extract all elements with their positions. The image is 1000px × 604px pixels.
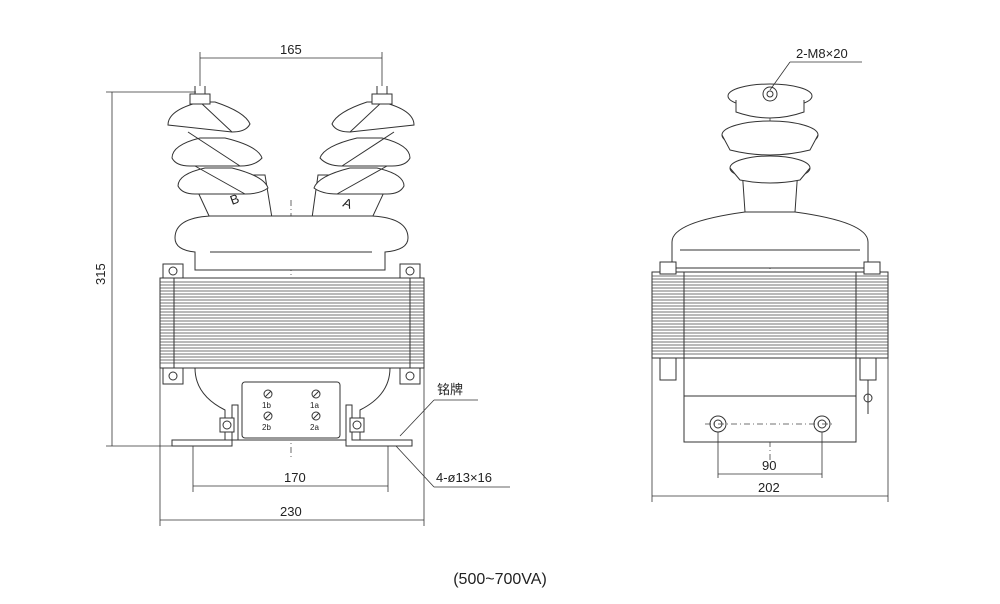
dim-230: 230	[280, 504, 302, 519]
holes-leader: 4-ø13×16	[395, 445, 510, 488]
bottom-bolts	[162, 367, 421, 385]
side-bushing	[721, 83, 819, 213]
core-laminations	[159, 277, 425, 369]
terminal-1b: 1b	[262, 401, 271, 410]
thread-leader: 2-M8×20	[769, 46, 862, 91]
right-bushing: A	[311, 86, 415, 219]
side-base-block	[683, 357, 857, 443]
resin-top	[174, 215, 409, 271]
dim-315: 315	[93, 263, 108, 285]
terminal-2b: 2b	[262, 423, 271, 432]
nameplate-leader: 铭牌	[399, 382, 478, 437]
top-bolts	[162, 263, 421, 279]
front-view: B A	[93, 42, 510, 526]
left-bushing: B	[167, 86, 273, 219]
terminal-1a: 1a	[310, 401, 319, 410]
holes-label: 4-ø13×16	[436, 470, 492, 485]
terminal-2a: 2a	[310, 423, 319, 432]
nameplate-label: 铭牌	[437, 382, 463, 397]
dim-bolt-spacing: 90	[717, 432, 823, 478]
dim-hole-spacing: 170	[192, 446, 389, 492]
dim-90: 90	[762, 458, 776, 473]
dim-170: 170	[284, 470, 306, 485]
side-resin-top	[671, 211, 869, 269]
thread-label: 2-M8×20	[796, 46, 848, 61]
side-view: 2-M8×20 90 202	[651, 46, 889, 502]
dim-165: 165	[280, 42, 302, 57]
dim-height: 315	[93, 91, 196, 447]
dim-202: 202	[758, 480, 780, 495]
terminal-box	[241, 381, 341, 439]
side-bolts	[659, 261, 881, 414]
caption: (500~700VA)	[453, 571, 547, 588]
dim-top-width: 165	[199, 42, 383, 86]
dim-depth: 202	[651, 358, 889, 502]
terminals: 1b 1a 2b 2a	[262, 389, 321, 432]
dim-base-width: 230	[159, 368, 425, 526]
